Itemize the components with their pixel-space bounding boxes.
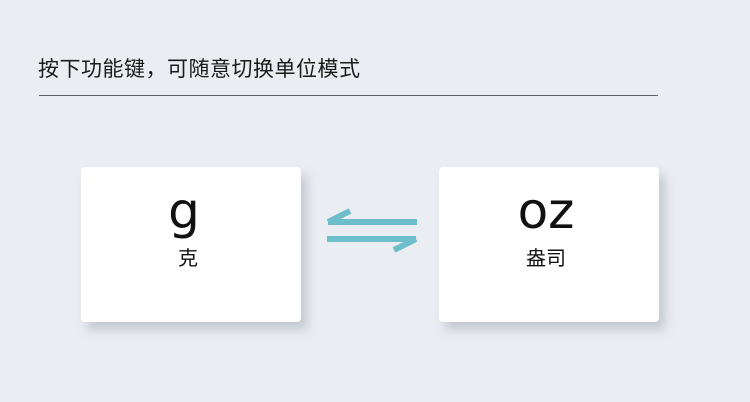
title-divider — [39, 95, 658, 96]
unit-card-grams[interactable]: g 克 — [81, 167, 301, 322]
unit-card-ounces[interactable]: oz 盎司 — [439, 167, 659, 322]
swap-arrows-icon — [325, 206, 419, 254]
unit-name-grams: 克 — [178, 246, 198, 270]
unit-name-ounces: 盎司 — [526, 246, 566, 270]
page-title: 按下功能键，可随意切换单位模式 — [38, 57, 361, 81]
unit-symbol-ounces: oz — [517, 182, 575, 240]
unit-symbol-grams: g — [168, 182, 200, 240]
